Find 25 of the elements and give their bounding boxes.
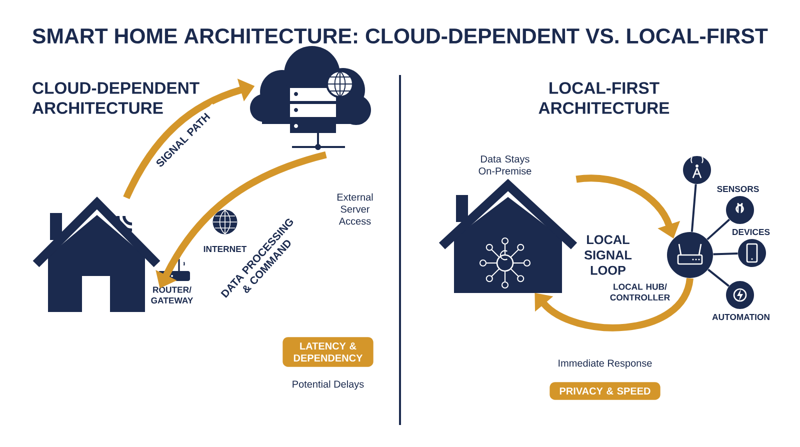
connector-line	[706, 218, 730, 240]
node-label: AUTOMATION	[712, 314, 770, 320]
node-label: LOCAL HUB/ CONTROLLER	[610, 284, 670, 301]
hub-router-icon	[667, 232, 713, 278]
gear-icon	[726, 281, 754, 309]
antenna-icon	[683, 156, 711, 184]
connector-line	[708, 268, 730, 287]
badge: LATENCY & DEPENDENCY	[282, 337, 374, 367]
section-heading: LOCAL-FIRST ARCHITECTURE	[538, 82, 670, 114]
cloud-server-icon	[250, 46, 371, 150]
node-label: Immediate Response	[558, 359, 652, 369]
connector-line	[713, 252, 738, 256]
arrow	[534, 277, 694, 332]
node-label: Potential Delays	[292, 380, 364, 390]
thermometer-icon	[726, 196, 754, 224]
label: LOCAL SIGNAL LOOP	[584, 235, 632, 275]
label: External Server Access	[337, 193, 373, 225]
label: SENSORS	[717, 186, 759, 192]
phone-icon	[738, 239, 766, 267]
label: DEVICES	[732, 228, 770, 236]
house-icon	[438, 178, 578, 293]
node-label: Data Stays On-Premise	[478, 155, 532, 175]
connector-line	[690, 184, 697, 232]
title: SMART HOME ARCHITECTURE: CLOUD-DEPENDENT VS. LOCAL-FIRST	[32, 28, 768, 44]
badge: PRIVACY & SPEED	[550, 382, 660, 400]
